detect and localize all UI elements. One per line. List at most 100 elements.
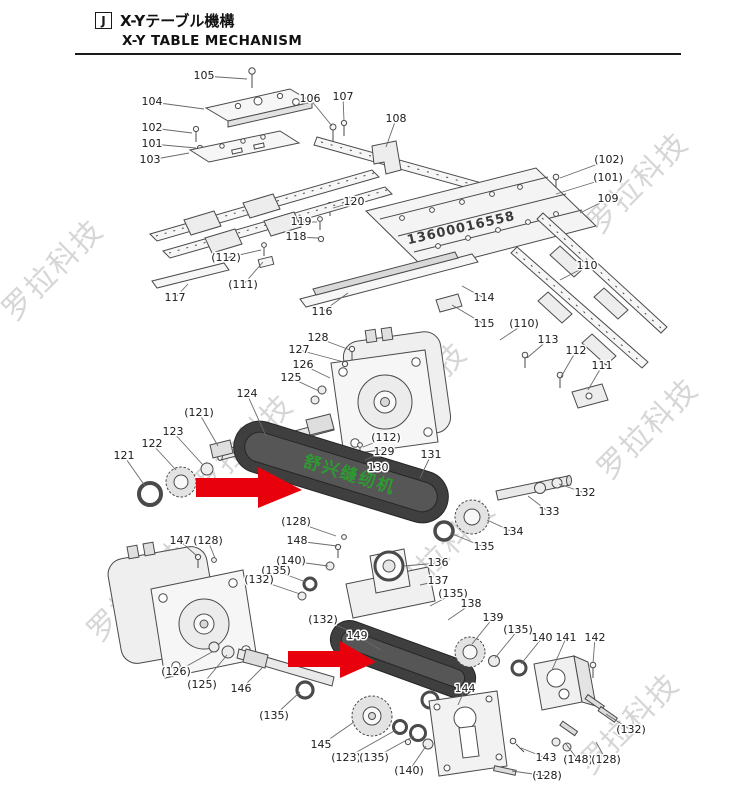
- part-number-label: 122: [142, 437, 163, 450]
- part-number-label: (135): [359, 751, 389, 764]
- part-number-label: 138: [461, 597, 482, 610]
- leader-line: [123, 455, 146, 487]
- leader-line: [457, 688, 466, 706]
- red-arrow-lower-belt: [288, 641, 376, 678]
- leader-line: [345, 729, 397, 759]
- leader-line: [595, 741, 607, 761]
- leader-line: [332, 201, 355, 209]
- leader-line: [385, 118, 397, 148]
- part-number-label: 112: [566, 344, 587, 357]
- leader-line: [605, 713, 632, 731]
- leader-line: [149, 152, 190, 161]
- leader-line: [592, 637, 596, 664]
- fasteners-bottom-right: [404, 693, 619, 776]
- part-number-label: 103: [140, 153, 161, 166]
- leader-line: [494, 629, 519, 659]
- leader-line: [471, 617, 494, 645]
- part-number-label: (135): [259, 709, 289, 722]
- leader-line: [486, 519, 514, 533]
- part-number-label: (135): [261, 564, 291, 577]
- part-number-label: (148): [563, 753, 593, 766]
- red-arrow-upper-belt: [196, 467, 302, 508]
- leader-line: [172, 431, 204, 466]
- part-number-label: 102: [142, 121, 163, 134]
- part-number-label: (112): [211, 251, 241, 264]
- part-number-label: (112): [371, 431, 401, 444]
- leader-line: [447, 603, 472, 621]
- part-number-label: 136: [428, 556, 449, 569]
- plate-103: [188, 130, 301, 163]
- leader-line: [273, 691, 301, 717]
- leader-line: [201, 654, 228, 686]
- leader-line: [419, 580, 439, 586]
- bearing-block: [297, 534, 436, 619]
- leader-line: [555, 177, 609, 195]
- table-plate: [365, 167, 597, 271]
- x-axis-motor: [310, 326, 452, 456]
- leader-line: [290, 560, 329, 567]
- y-axis-shaft: [208, 641, 335, 700]
- linear-rails-left: [149, 169, 393, 259]
- leader-line: [302, 364, 331, 379]
- linear-rails-right: [510, 212, 668, 409]
- part-number-label: 113: [538, 333, 559, 346]
- red-arrows: [196, 467, 376, 678]
- part-number-label: 126: [293, 358, 314, 371]
- part-number-label: 121: [114, 449, 135, 462]
- leader-line: [362, 437, 387, 448]
- leader-line: [151, 443, 177, 471]
- leader-line: [373, 735, 415, 759]
- part-number-label: 132: [575, 486, 596, 499]
- part-number-label: (126): [161, 665, 191, 678]
- leader-line: [151, 101, 205, 110]
- part-number-label: 107: [333, 90, 354, 103]
- leader-line: [275, 570, 307, 583]
- part-number-label: 142: [585, 631, 606, 644]
- part-number-label: 129: [374, 445, 395, 458]
- part-number-label: 108: [386, 112, 407, 125]
- lower-belt-assembly: [329, 620, 528, 750]
- leader-line: [587, 365, 603, 391]
- page-header: J X-Yテーブル機構 X-Y TABLE MECHANISM: [75, 10, 681, 55]
- part-number-label: (128): [193, 534, 223, 547]
- part-number-label: 148: [287, 534, 308, 547]
- part-number-label: (110): [509, 317, 539, 330]
- leader-line: [322, 619, 351, 632]
- part-number-label: (135): [503, 623, 533, 636]
- leader-line: [429, 593, 454, 607]
- leader-line: [179, 540, 198, 557]
- header-title-row: J X-Yテーブル機構: [95, 10, 681, 31]
- leader-line: [551, 637, 567, 671]
- leader-line: [419, 454, 432, 479]
- part-number-label: 123: [163, 425, 184, 438]
- part-number-label: (123): [331, 751, 361, 764]
- leader-line: [560, 350, 577, 378]
- part-number-label: 137: [428, 574, 449, 587]
- page-title-english: X-Y TABLE MECHANISM: [122, 33, 303, 49]
- leader-line: [242, 261, 264, 286]
- leader-line: [451, 304, 485, 325]
- part-number-label: (132): [308, 613, 338, 626]
- part-number-label: (101): [593, 171, 623, 184]
- leader-line: [151, 143, 197, 149]
- leader-line: [559, 265, 588, 281]
- watermark-text: 罗拉科技: [0, 213, 111, 328]
- leader-line: [558, 483, 586, 494]
- part-number-label: 147: [170, 534, 191, 547]
- leader-line: [240, 667, 263, 690]
- leader-line: [317, 337, 351, 351]
- leader-line: [526, 339, 549, 359]
- leader-line: [225, 249, 262, 259]
- part-number-label: (132): [616, 723, 646, 736]
- part-number-label: 124: [237, 387, 258, 400]
- leader-line: [520, 747, 547, 759]
- part-number-label: (128): [532, 769, 562, 782]
- y-axis-motor: [107, 541, 258, 679]
- part-number-label: (128): [591, 753, 621, 766]
- part-number-label: 101: [142, 137, 163, 150]
- leader-line: [520, 637, 543, 665]
- leader-line: [258, 579, 301, 595]
- part-number-label: 144: [455, 682, 476, 695]
